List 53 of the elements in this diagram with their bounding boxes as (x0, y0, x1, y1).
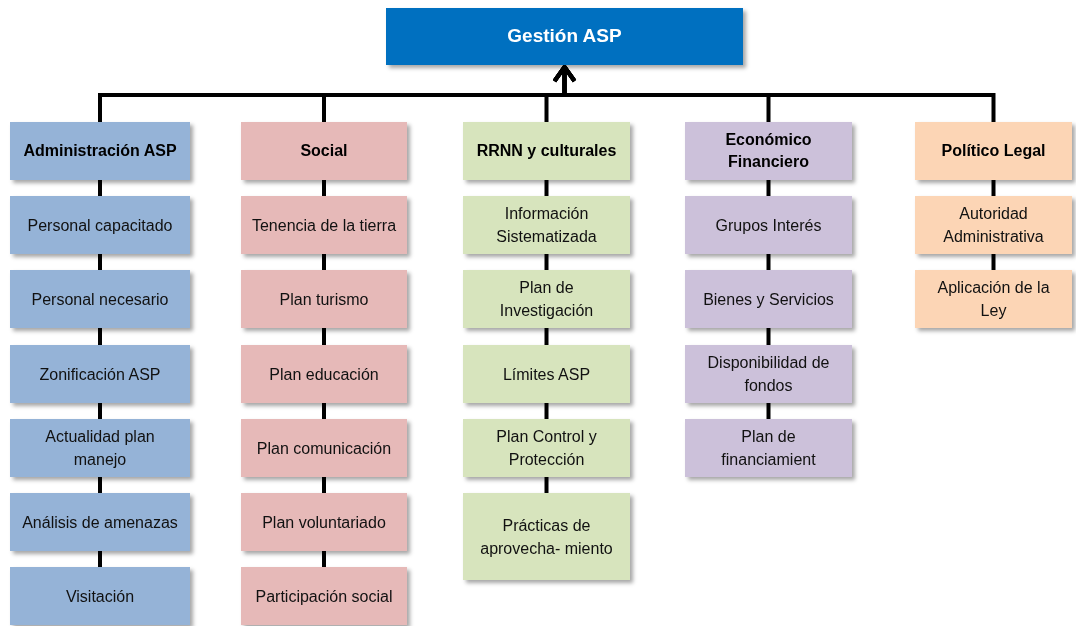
item-box: Personal capacitado (10, 196, 190, 254)
connector-line (544, 328, 549, 345)
item-box: Plan de financiamient (685, 419, 852, 477)
item-box: Plan de Investigación (463, 270, 630, 328)
connector-line (991, 180, 996, 196)
item-box: Zonificación ASP (10, 345, 190, 403)
item-box: Visitación (10, 567, 190, 625)
connector-line (98, 328, 102, 345)
item-box: Plan comunicación (241, 419, 407, 477)
connector-line (544, 180, 549, 196)
item-box: Participación social (241, 567, 407, 625)
connector-line (766, 403, 771, 419)
title-box: Gestión ASP (386, 8, 743, 65)
item-box: Tenencia de la tierra (241, 196, 407, 254)
connector-line (544, 254, 549, 270)
connector-line (766, 328, 771, 345)
category-box: Administración ASP (10, 122, 190, 180)
item-box: Plan educación (241, 345, 407, 403)
connector-line (322, 180, 326, 196)
item-box: Aplicación de la Ley (915, 270, 1072, 328)
connector-line (322, 403, 326, 419)
category-box: Social (241, 122, 407, 180)
item-box: Bienes y Servicios (685, 270, 852, 328)
connector-line (322, 477, 326, 493)
item-box: Disponibilidad de fondos (685, 345, 852, 403)
category-box: Económico Financiero (685, 122, 852, 180)
item-box: Análisis de amenazas (10, 493, 190, 551)
item-box: Prácticas de aprovecha- miento (463, 493, 630, 580)
connector-line (544, 403, 549, 419)
connector-line (98, 180, 102, 196)
item-box: Personal necesario (10, 270, 190, 328)
category-box: Político Legal (915, 122, 1072, 180)
item-box: Información Sistematizada (463, 196, 630, 254)
category-box: RRNN y culturales (463, 122, 630, 180)
item-box: Plan turismo (241, 270, 407, 328)
connector-line (322, 551, 326, 567)
connector-line (544, 477, 549, 493)
arrow (552, 65, 996, 122)
connector-line (322, 254, 326, 270)
connector-line (98, 403, 102, 419)
connector-line (98, 254, 102, 270)
connector-line (766, 180, 771, 196)
item-box: Grupos Interés (685, 196, 852, 254)
item-box: Autoridad Administrativa (915, 196, 1072, 254)
item-box: Plan voluntariado (241, 493, 407, 551)
connector-line (991, 254, 996, 270)
connector-line (98, 551, 102, 567)
connector-line (98, 477, 102, 493)
item-box: Límites ASP (463, 345, 630, 403)
item-box: Plan Control y Protección (463, 419, 630, 477)
connector-line (766, 254, 771, 270)
connector-line (322, 328, 326, 345)
item-box: Actualidad plan manejo (10, 419, 190, 477)
